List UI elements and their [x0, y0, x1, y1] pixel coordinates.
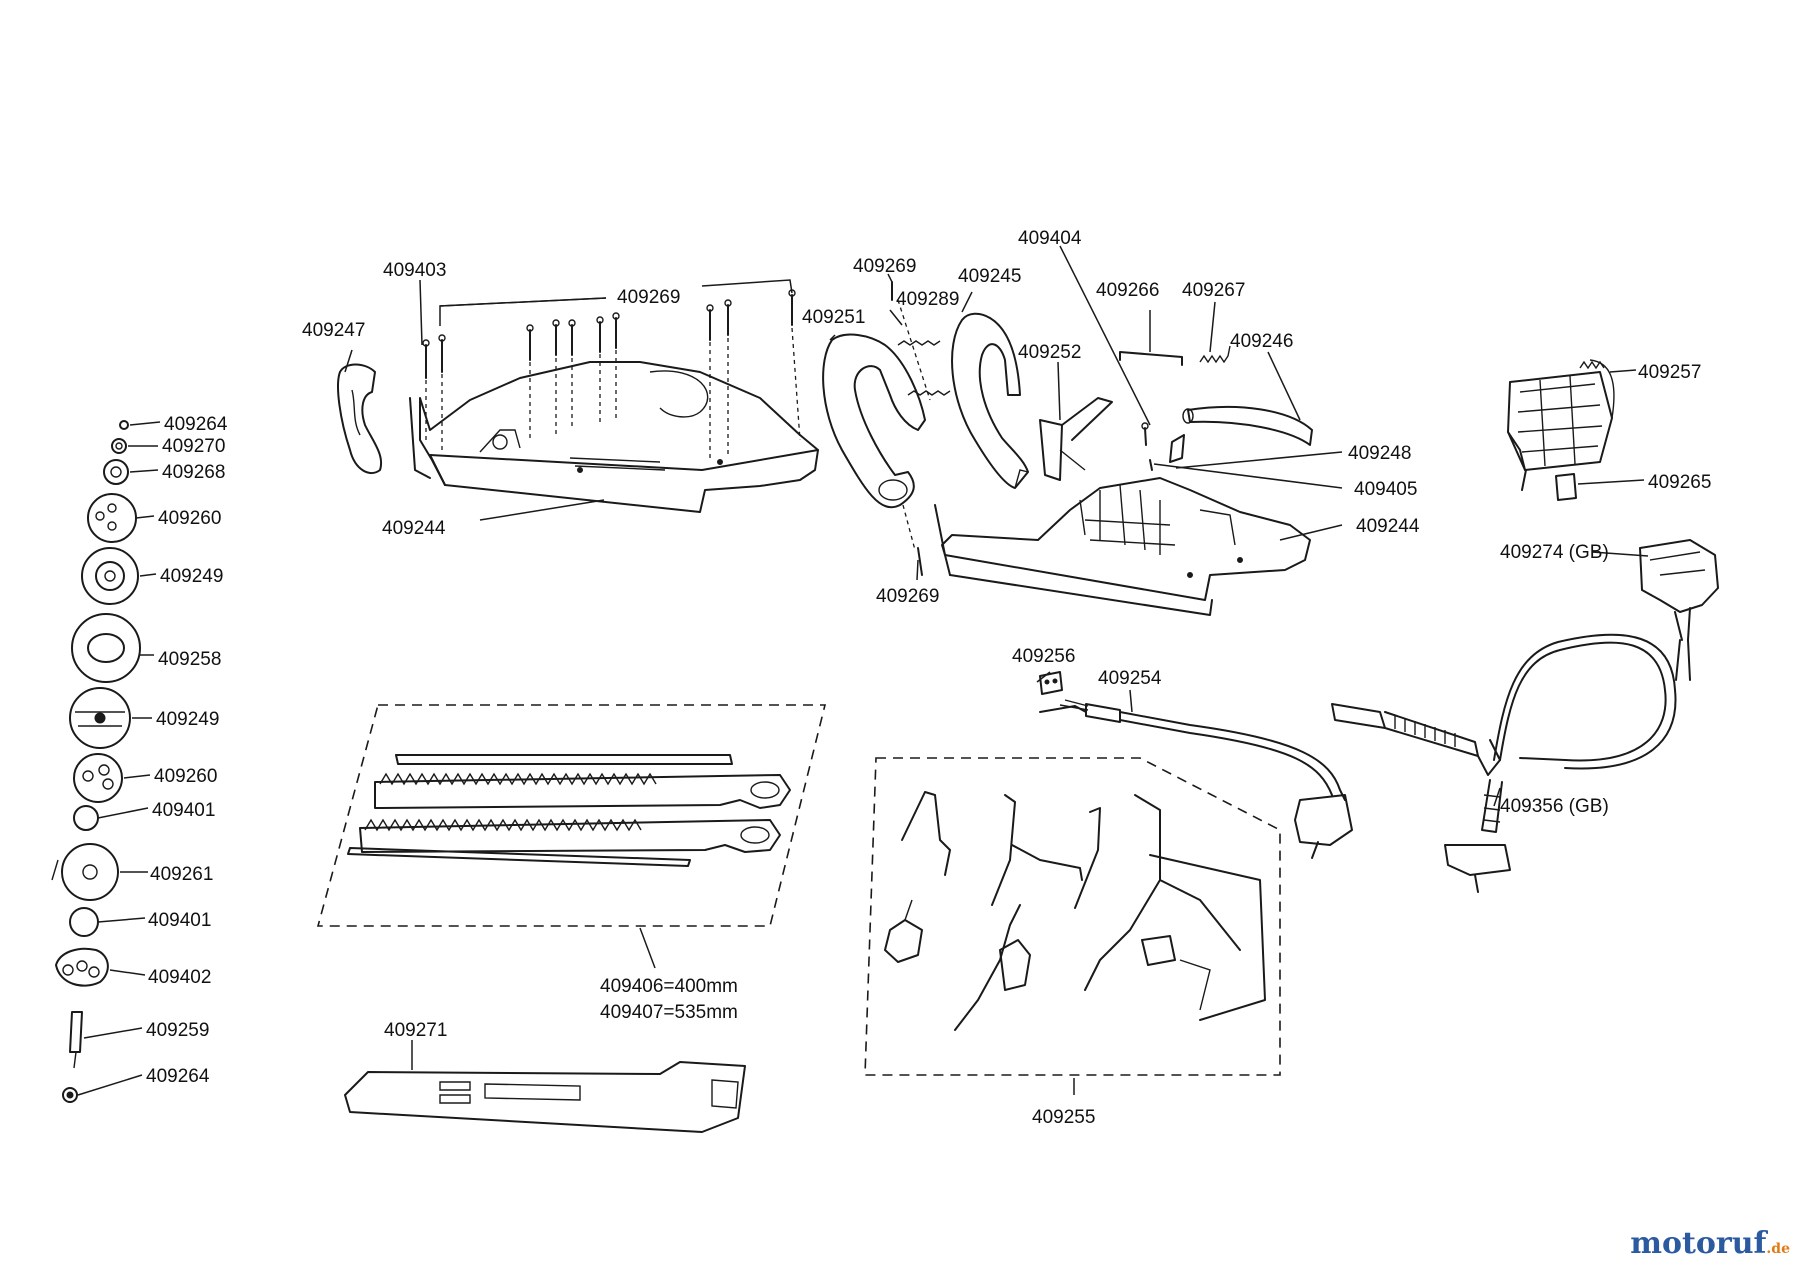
label-409261: 409261 — [150, 864, 213, 885]
housing-screws-left — [422, 289, 801, 460]
label-409271: 409271 — [384, 1020, 447, 1041]
switch-lever — [1039, 397, 1113, 481]
label-409274-gb: 409274 (GB) — [1500, 542, 1609, 563]
label-409289: 409289 — [896, 289, 959, 310]
spring-pair — [891, 281, 951, 401]
left-parts-stack — [51, 420, 141, 1103]
label-409258: 409258 — [158, 649, 221, 670]
label-409269-top: 409269 — [617, 287, 680, 308]
label-409266: 409266 — [1096, 280, 1159, 301]
part-labels: 409403 409269 409247 409244 409269 40925… — [146, 228, 1711, 1128]
carbon-brush — [1555, 473, 1577, 501]
label-409248: 409248 — [1348, 443, 1411, 464]
label-409249-bottom: 409249 — [156, 709, 219, 730]
label-409402: 409402 — [148, 967, 211, 988]
bracket-bar — [1119, 351, 1183, 366]
label-409401-top: 409401 — [152, 800, 215, 821]
label-409264-bottom: 409264 — [146, 1066, 210, 1087]
logo-brand-text: motoruf — [1630, 1226, 1767, 1261]
label-409260-top: 409260 — [158, 508, 221, 529]
wiring-kit-box — [864, 757, 1281, 1076]
tension-spring — [1199, 345, 1231, 364]
terminal-connector — [1039, 671, 1063, 695]
small-fasteners — [1141, 422, 1185, 471]
label-409270: 409270 — [162, 436, 225, 457]
label-409249-top: 409249 — [160, 566, 223, 587]
uk-plug — [1639, 539, 1719, 681]
uk-cable — [1331, 633, 1677, 893]
label-409259: 409259 — [146, 1020, 209, 1041]
label-409403: 409403 — [383, 260, 446, 281]
label-409246: 409246 — [1230, 331, 1293, 352]
label-409260-bottom: 409260 — [154, 766, 217, 787]
label-409254: 409254 — [1098, 668, 1162, 689]
blade-kit-box — [316, 704, 827, 969]
motor — [1507, 359, 1615, 491]
label-409269-bottom: 409269 — [876, 586, 939, 607]
label-409247: 409247 — [302, 320, 365, 341]
label-409356-gb: 409356 (GB) — [1500, 796, 1609, 817]
housing-half-right — [934, 477, 1311, 616]
label-409269-mid: 409269 — [853, 256, 916, 277]
label-409264-top: 409264 — [164, 414, 228, 435]
label-409268: 409268 — [162, 462, 225, 483]
front-handle — [822, 333, 926, 576]
rear-grip — [951, 312, 1029, 489]
label-409255: 409255 — [1032, 1107, 1095, 1128]
label-409267: 409267 — [1182, 280, 1245, 301]
label-409245: 409245 — [958, 266, 1021, 287]
label-409251: 409251 — [802, 307, 865, 328]
guard-rod — [1182, 405, 1313, 446]
label-409256: 409256 — [1012, 646, 1075, 667]
label-409244-left: 409244 — [382, 518, 446, 539]
eu-cable — [1039, 699, 1353, 859]
label-409401-bottom: 409401 — [148, 910, 211, 931]
label-409405: 409405 — [1354, 479, 1417, 500]
label-409265: 409265 — [1648, 472, 1711, 493]
motoruf-logo: motoruf.de — [1630, 1226, 1790, 1261]
label-409407: 409407=535mm — [600, 1002, 738, 1023]
label-409257: 409257 — [1638, 362, 1701, 383]
leader-lines — [77, 245, 1649, 1096]
side-cover — [337, 363, 383, 475]
logo-tld-text: .de — [1766, 1241, 1790, 1257]
blade-sheath — [344, 1040, 746, 1133]
label-409406: 409406=400mm — [600, 976, 738, 997]
label-409252: 409252 — [1018, 342, 1081, 363]
housing-half-left — [409, 361, 819, 513]
label-409244-right: 409244 — [1356, 516, 1420, 537]
label-409404: 409404 — [1018, 228, 1082, 249]
